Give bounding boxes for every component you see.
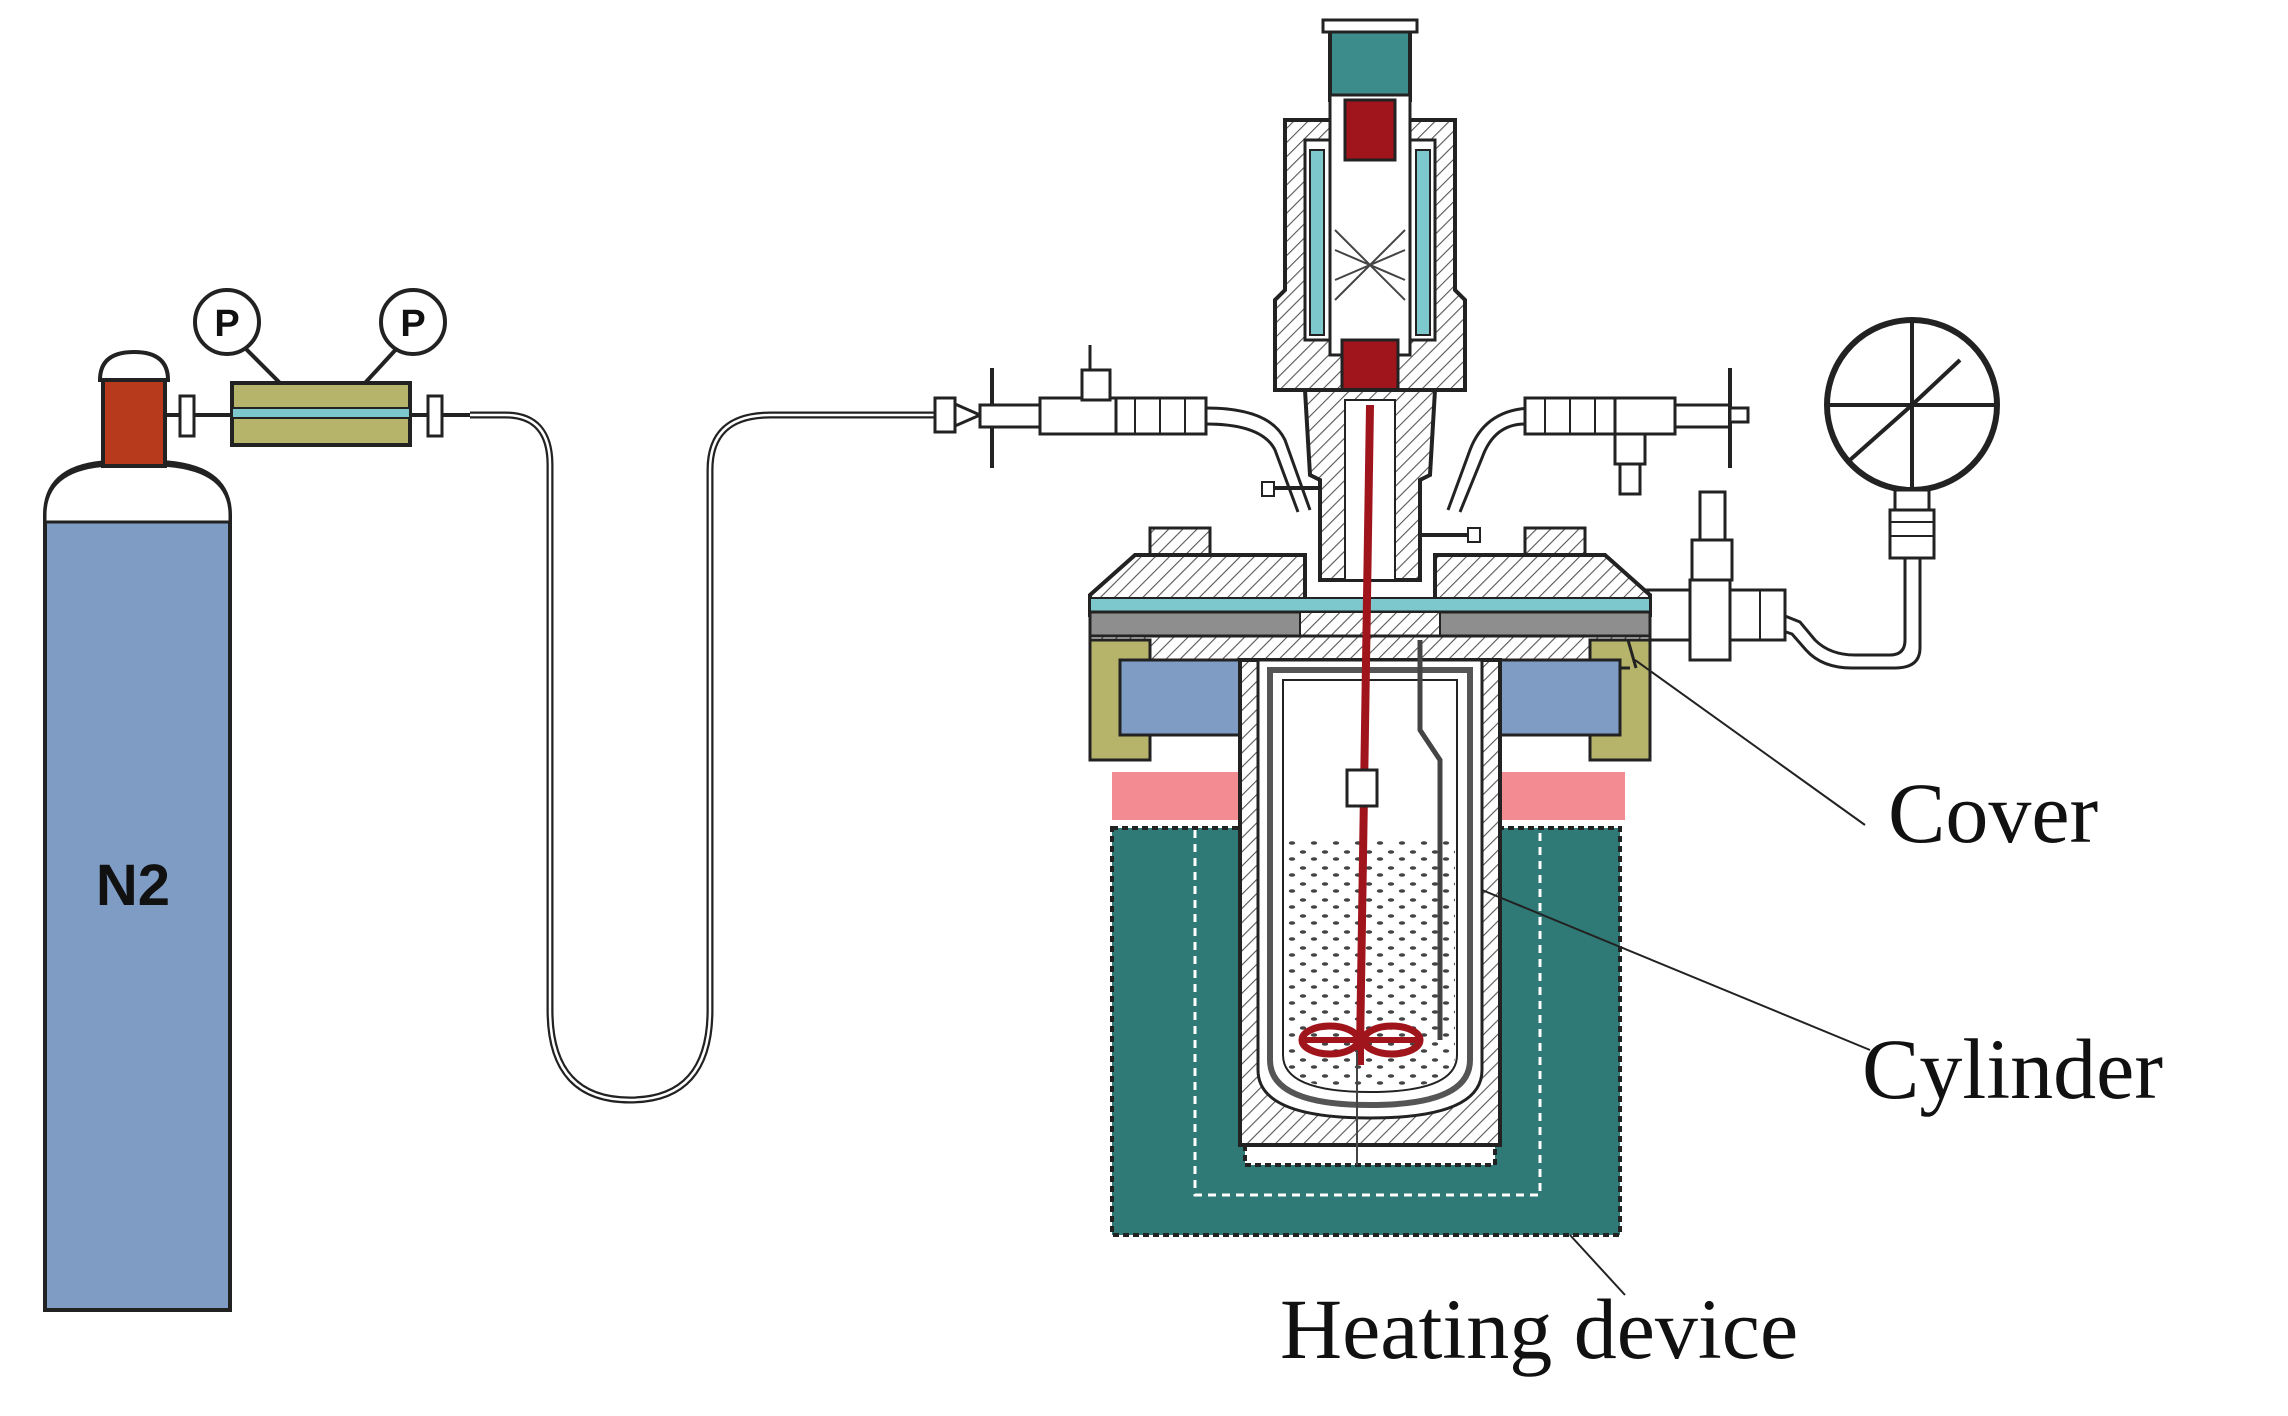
- reactor-vessel: [1238, 404, 1502, 1165]
- pressure-gauge-right: [1633, 317, 2000, 670]
- gauge-label-left: P: [214, 303, 239, 345]
- pressure-gauge-icon: [193, 288, 261, 356]
- cylinder-leader-line: [1481, 889, 1871, 1051]
- inlet-valve: [933, 345, 1312, 513]
- gas-label: N2: [96, 853, 170, 918]
- label-cylinder: Cylinder: [1862, 1021, 2163, 1117]
- impeller-icon: [1298, 1015, 1424, 1065]
- gas-cylinder: N2: [43, 349, 232, 1312]
- pressure-regulator: P P: [165, 288, 470, 447]
- label-heating-device: Heating device: [1280, 1281, 1798, 1377]
- outlet-valve: [1446, 368, 1750, 513]
- cylinder-valve: [101, 376, 167, 468]
- gas-hose: [470, 411, 935, 1104]
- magnetic-stirrer-drive: [1261, 18, 1481, 582]
- cover-leader-line: [1634, 659, 1866, 826]
- gauge-label-right: P: [400, 303, 425, 345]
- heating-leader-line: [1569, 1234, 1626, 1296]
- label-cover: Cover: [1888, 765, 2098, 861]
- pressure-gauge-icon: [379, 288, 447, 356]
- stirrer-shaft: [1356, 404, 1374, 1051]
